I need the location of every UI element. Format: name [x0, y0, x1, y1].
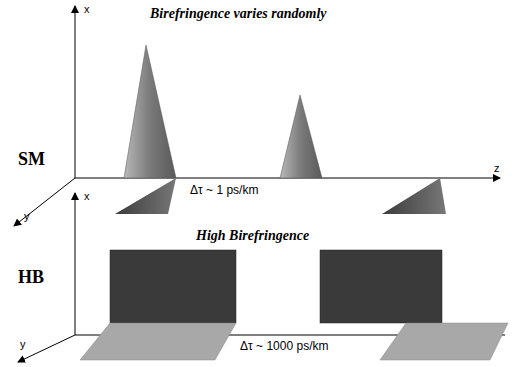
axis-label: y [20, 338, 26, 350]
x-pulse [320, 250, 442, 323]
delay-value: Δτ ~ 1 ps/km [190, 184, 258, 197]
y-pulse [115, 178, 176, 214]
axis-label: y [24, 210, 30, 222]
y-axis [18, 335, 75, 362]
axis-label: x [84, 190, 90, 202]
axis-label: z [494, 162, 500, 174]
panel-heading: High Birefringence [196, 228, 309, 243]
delay-value: Δτ ~ 1000 ps/km [240, 340, 328, 353]
y-pulse [382, 178, 446, 214]
x-axis [75, 6, 76, 178]
x-pulse [280, 95, 322, 178]
panel-heading: Birefringence varies randomly [150, 6, 327, 21]
y-pulse [380, 323, 508, 360]
fiber-type: SM [18, 150, 45, 170]
y-axis [14, 178, 75, 226]
x-pulse [124, 45, 176, 178]
fiber-type: HB [18, 268, 44, 288]
y-pulse [80, 323, 236, 360]
x-pulse [110, 250, 236, 323]
x-axis [75, 193, 76, 335]
axis-label: x [84, 3, 90, 15]
